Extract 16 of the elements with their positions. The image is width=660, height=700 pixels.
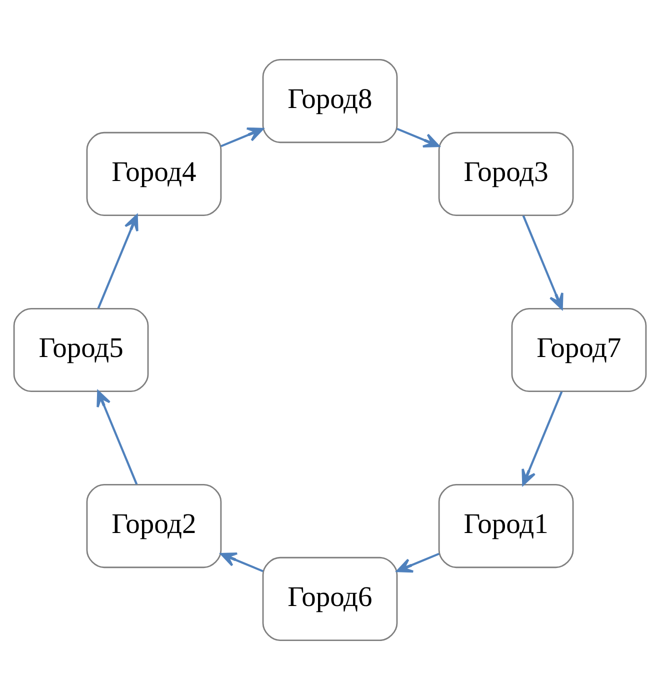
- arrow: [220, 552, 264, 572]
- node-box: Город1: [438, 484, 574, 568]
- node-box: Город7: [511, 308, 647, 392]
- arrow: [522, 391, 563, 486]
- arrow: [97, 214, 138, 309]
- arrow: [522, 215, 564, 310]
- node-box: Город6: [262, 556, 398, 642]
- arrow: [396, 552, 440, 573]
- node-box: Город8: [262, 58, 398, 144]
- node-box: Город3: [438, 132, 574, 216]
- node-box: Город4: [86, 132, 222, 216]
- node-box: Город2: [86, 484, 222, 568]
- node-box: Город5: [13, 308, 149, 392]
- arrow: [396, 128, 440, 148]
- arrow: [220, 127, 264, 148]
- arrow: [96, 390, 138, 485]
